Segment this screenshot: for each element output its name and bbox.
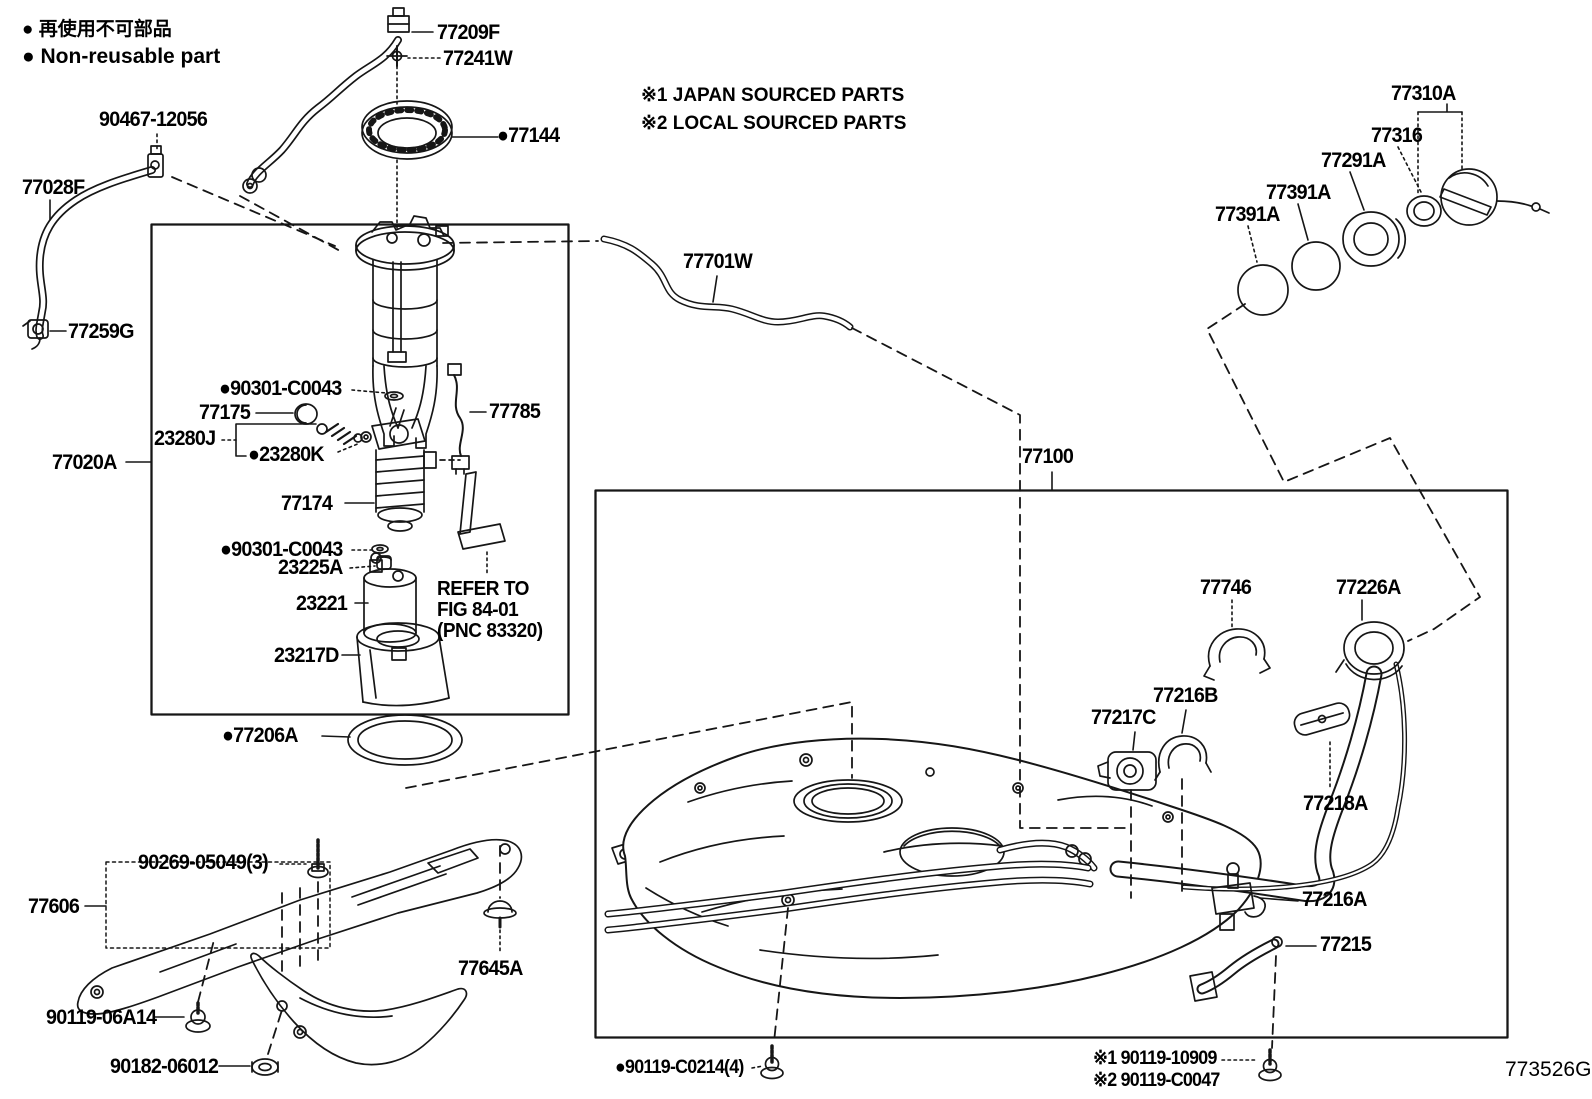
fuel-hose-77209F (242, 7, 410, 194)
pump-plate-assembly (355, 215, 455, 449)
bracket-77215 (1189, 936, 1283, 1002)
solid-leaders (49, 31, 1463, 1067)
legend-nonreusable-jp: ● 再使用不可部品 (22, 19, 172, 40)
part-label-77746: 77746 (1200, 576, 1252, 599)
part-label-77259G: 77259G (68, 320, 134, 343)
tank-gasket-77206A (347, 714, 463, 766)
retainer-ring-77144 (361, 100, 453, 160)
note-japan-sourced: ※1 JAPAN SOURCED PARTS (641, 85, 905, 106)
grommet-90301-C0043-lower (371, 544, 389, 554)
filler-pipe-assembly (1109, 621, 1408, 903)
part-label-23225A: 23225A (278, 556, 343, 579)
o-ring-23280K (360, 431, 372, 443)
refer-note-line1: REFER TO (437, 578, 529, 600)
valve-23280J (316, 422, 363, 446)
part-label-90301-C0043-b: ●90301-C0043 (220, 538, 343, 561)
part-label-77785: 77785 (489, 400, 541, 423)
pipe-clamp-77216B (1154, 735, 1212, 781)
part-label-77241W: 77241W (443, 47, 513, 70)
pipe-clamp-77217C (1097, 751, 1157, 791)
hose-clamp-90467-12056 (147, 145, 164, 178)
part-label-90467-12056: 90467-12056 (99, 108, 208, 131)
grommet-90301-C0043-upper (384, 391, 404, 401)
protector-dotted-box (105, 861, 331, 949)
part-label-77391A-1: 77391A (1266, 181, 1331, 204)
part-label-23217D: 23217D (274, 644, 339, 667)
part-label-23280K: ●23280K (248, 443, 325, 466)
part-label-77310A: 77310A (1391, 82, 1456, 105)
filler-ring-77291A (1342, 211, 1407, 267)
part-label-23280J: 23280J (154, 427, 216, 450)
pump-module-box (150, 223, 570, 716)
part-label-77216A: 77216A (1302, 888, 1367, 911)
fuel-tank-drawing (611, 737, 1262, 999)
part-label-90301-C0043-a: ●90301-C0043 (219, 377, 342, 400)
part-label-77216B: 77216B (1153, 684, 1218, 707)
note-local-sourced: ※2 LOCAL SOURCED PARTS (641, 113, 907, 134)
source-notes: ※1 JAPAN SOURCED PARTS ※2 LOCAL SOURCED … (641, 84, 906, 140)
clip-77645A (483, 900, 517, 929)
part-label-77226A: 77226A (1336, 576, 1401, 599)
diagram-code: 773526G (1505, 1058, 1592, 1081)
refer-note-line2: FIG 84-01 (437, 599, 519, 621)
assembly-dashed-lines (171, 176, 1481, 1055)
bolt-90119-06A14 (185, 1001, 211, 1033)
fuel-pump-23221 (363, 552, 417, 643)
bolt-90119-C0214 (760, 1044, 784, 1080)
legend: ● 再使用不可部品 ● Non-reusable part (22, 14, 220, 69)
fuel-tubes (604, 860, 1094, 934)
pipe-clip-77218A (1293, 702, 1351, 736)
part-label-23221: 23221 (296, 592, 348, 615)
part-label-90119-06A14: 90119-06A14 (46, 1006, 157, 1029)
part-label-90119-C0047: ※2 90119-C0047 (1093, 1070, 1220, 1091)
harness-77785 (447, 363, 506, 550)
tank-protector-77606 (76, 838, 523, 1066)
shield-disc-77391A-1 (1291, 241, 1341, 291)
regulator-77174 (371, 407, 461, 532)
refer-note: REFER TO FIG 84-01 (PNC 83320) (437, 579, 543, 642)
bolt-90269-05049 (307, 838, 329, 879)
part-label-77701W: 77701W (683, 250, 753, 273)
shield-disc-77391A-2 (1237, 264, 1289, 316)
hose-clamp-77259G (22, 319, 49, 339)
part-label-77175: 77175 (199, 401, 251, 424)
part-label-77391A-2: 77391A (1215, 203, 1280, 226)
part-label-77206A: ●77206A (222, 724, 299, 747)
part-label-90119-C0214: ●90119-C0214(4) (615, 1057, 744, 1078)
refer-note-line3: (PNC 83320) (437, 620, 543, 642)
part-label-77020A: 77020A (52, 451, 117, 474)
part-label-77100: 77100 (1022, 445, 1074, 468)
legend-nonreusable-en: ● Non-reusable part (22, 45, 221, 68)
part-label-77217C: 77217C (1091, 706, 1156, 729)
part-label-77144: ●77144 (497, 124, 560, 147)
filter-element-23217D (356, 622, 450, 707)
part-label-77028F: 77028F (22, 176, 85, 199)
breather-hose-77701W (600, 235, 854, 331)
nut-90182-06012 (251, 1058, 279, 1076)
bolt-90119-10909 (1258, 1048, 1282, 1082)
part-label-77218A: 77218A (1303, 792, 1368, 815)
part-label-77645A: 77645A (458, 957, 523, 980)
part-label-90182-06012: 90182-06012 (110, 1055, 219, 1078)
part-label-77606: 77606 (28, 895, 80, 918)
part-label-77215: 77215 (1320, 933, 1372, 956)
part-label-90119-10909: ※1 90119-10909 (1093, 1048, 1217, 1069)
fuel-cap-77310A (1439, 168, 1550, 226)
part-label-77209F: 77209F (437, 21, 500, 44)
screw-77241W (386, 45, 408, 67)
pipe-clamp-77746 (1203, 628, 1271, 681)
cap-gasket-77316 (1406, 195, 1442, 227)
dotted-leaders (156, 57, 1463, 1069)
part-label-77174: 77174 (281, 492, 333, 515)
part-label-77291A: 77291A (1321, 149, 1386, 172)
part-label-90269-05049: 90269-05049(3) (138, 851, 269, 874)
part-label-77316: 77316 (1371, 124, 1423, 147)
cushion-77175 (294, 403, 318, 425)
